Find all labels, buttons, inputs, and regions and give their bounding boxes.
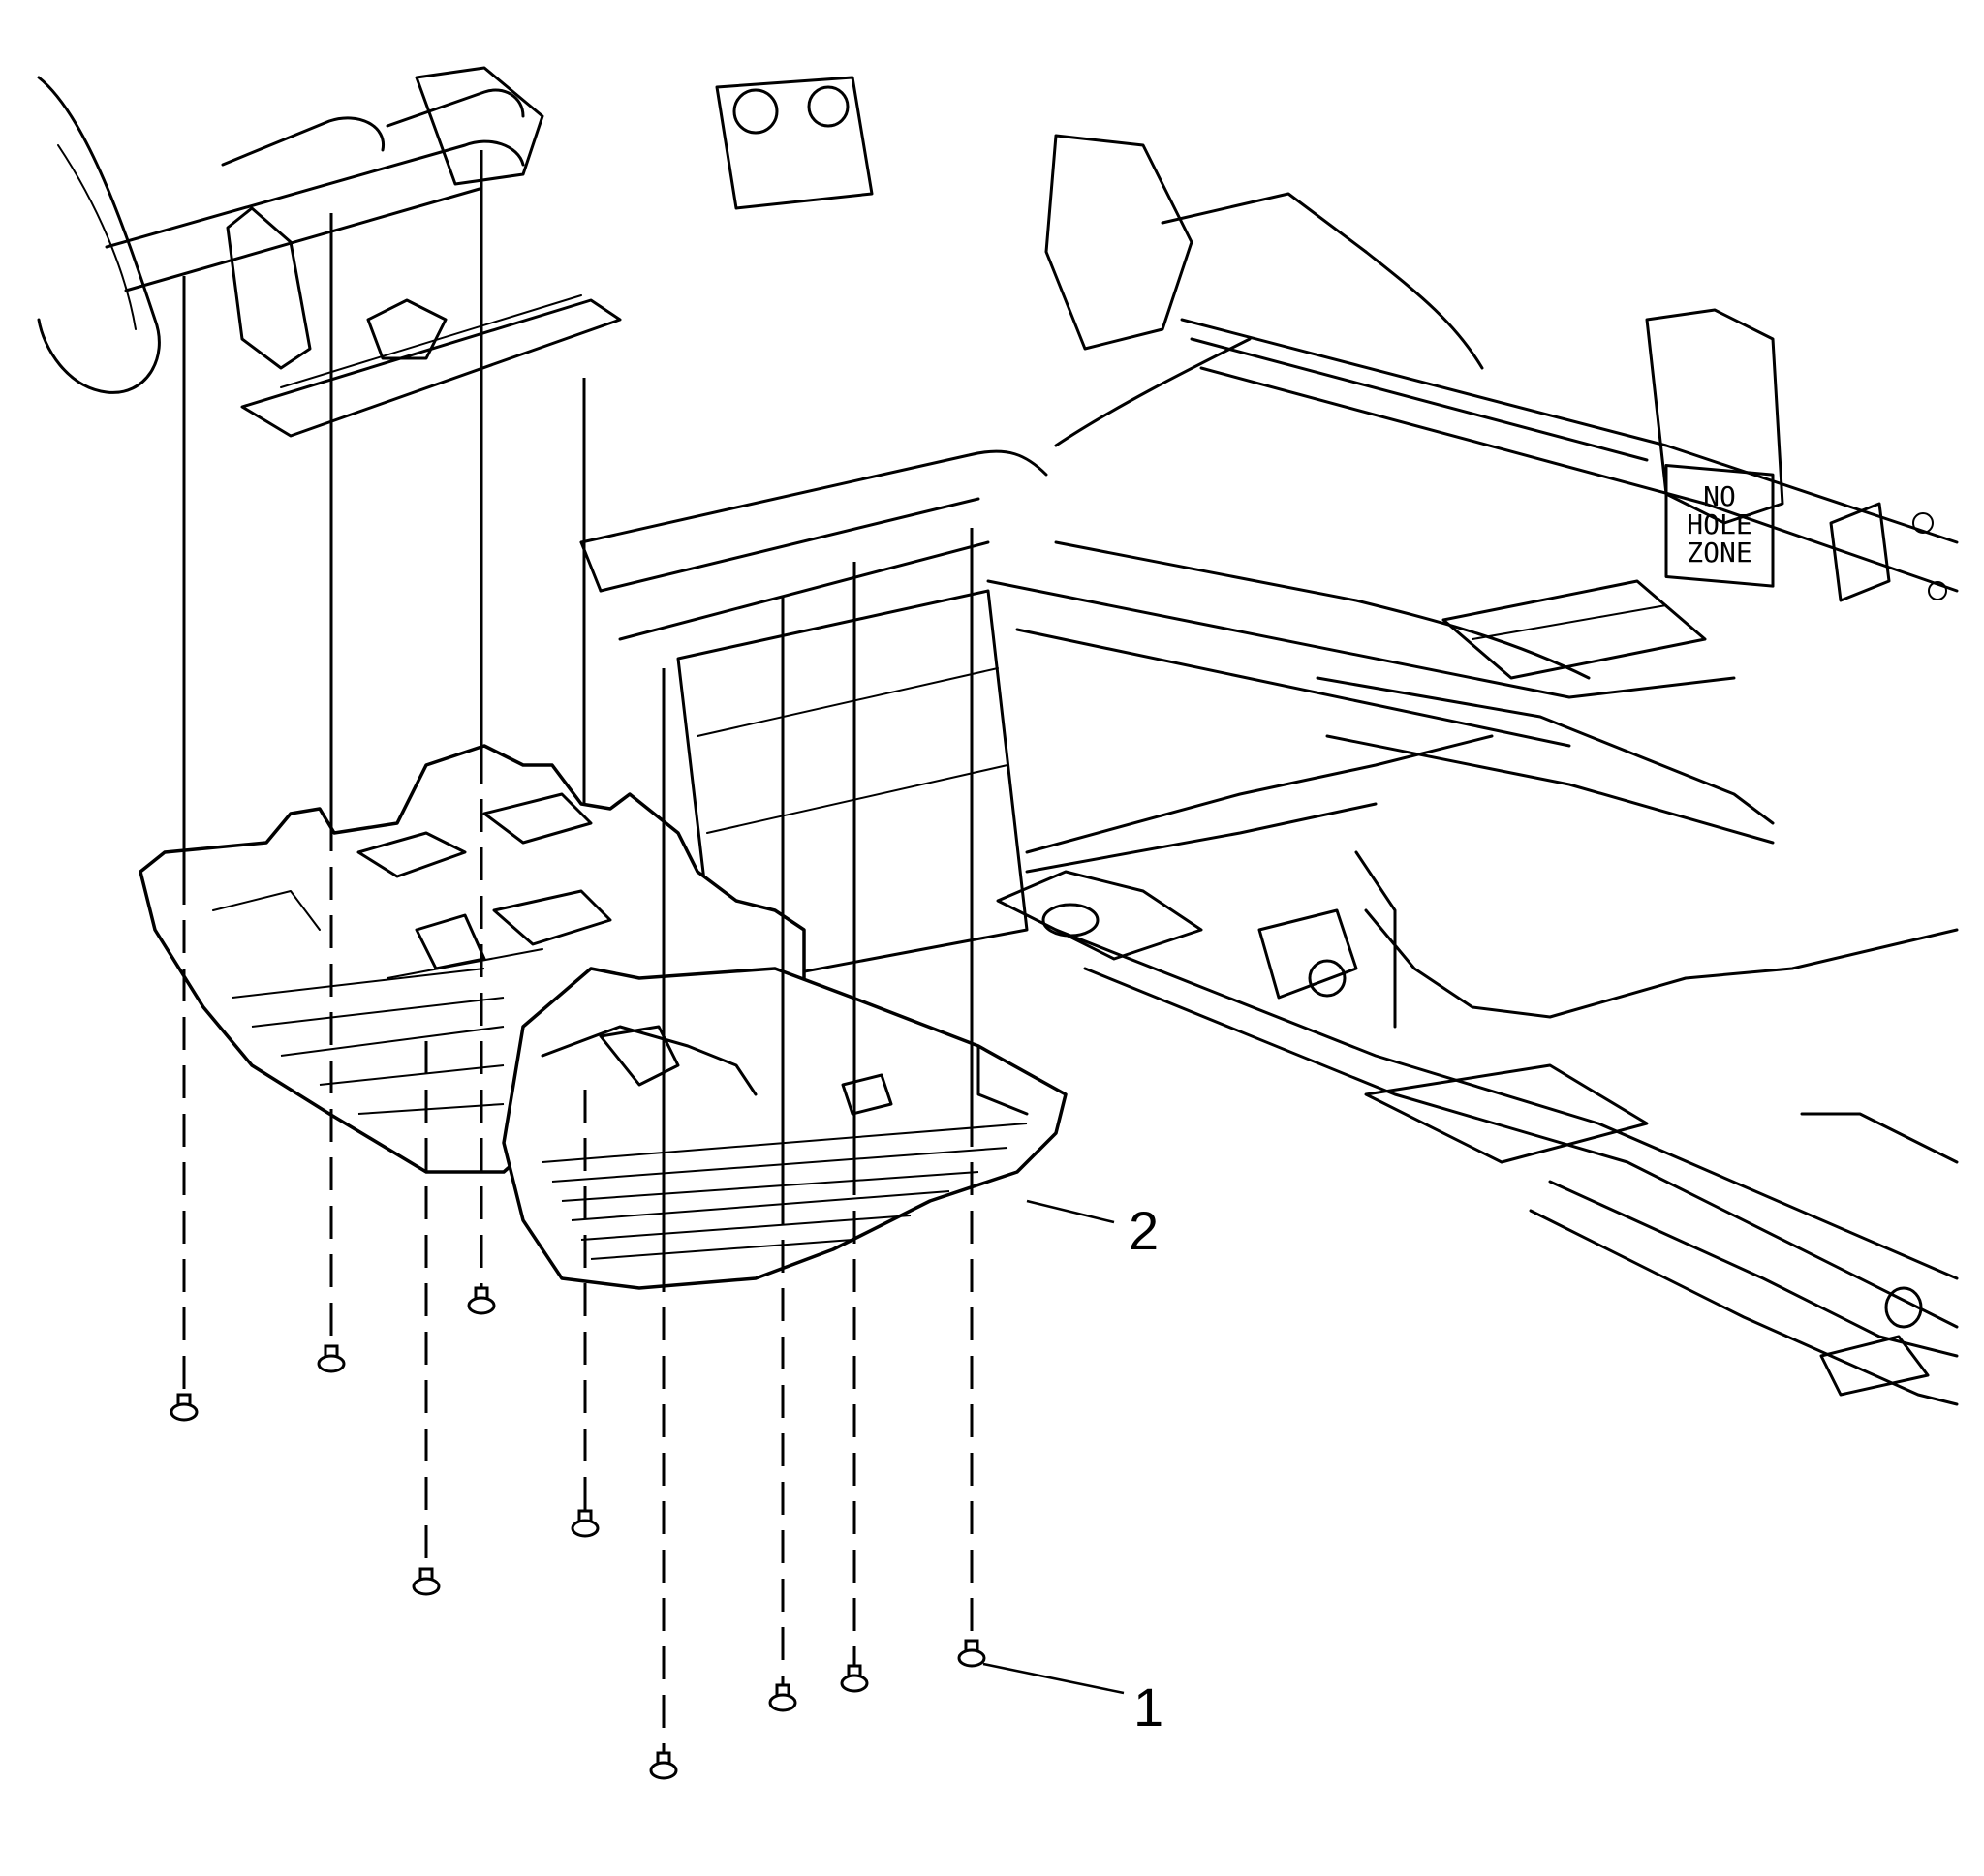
callout-1-label: 1 [1133,1676,1163,1738]
underbody-shield [139,744,1068,1290]
bolt-icon [170,1393,199,1422]
bolt-icon [957,1639,986,1668]
bolt-icon [768,1683,797,1712]
sign-line-2: HOLE [1687,508,1752,540]
bolt-icon [649,1751,678,1780]
bolt-icon [467,1286,496,1315]
callout-2: 2 [1026,1199,1159,1261]
callout-1: 1 [982,1662,1163,1738]
vehicle-frame: NO HOLE ZONE [37,66,1959,1406]
fastener-guides [182,150,974,1753]
bolt-icon [571,1509,600,1538]
callout-2-label: 2 [1129,1200,1159,1261]
sign-line-3: ZONE [1687,537,1752,569]
bolts [170,1286,986,1780]
no-hole-zone-sign: NO HOLE ZONE [1664,463,1775,588]
sign-line-1: NO [1703,480,1736,512]
bolt-icon [317,1344,346,1373]
bolt-icon [412,1567,441,1596]
bolt-icon [840,1664,869,1693]
